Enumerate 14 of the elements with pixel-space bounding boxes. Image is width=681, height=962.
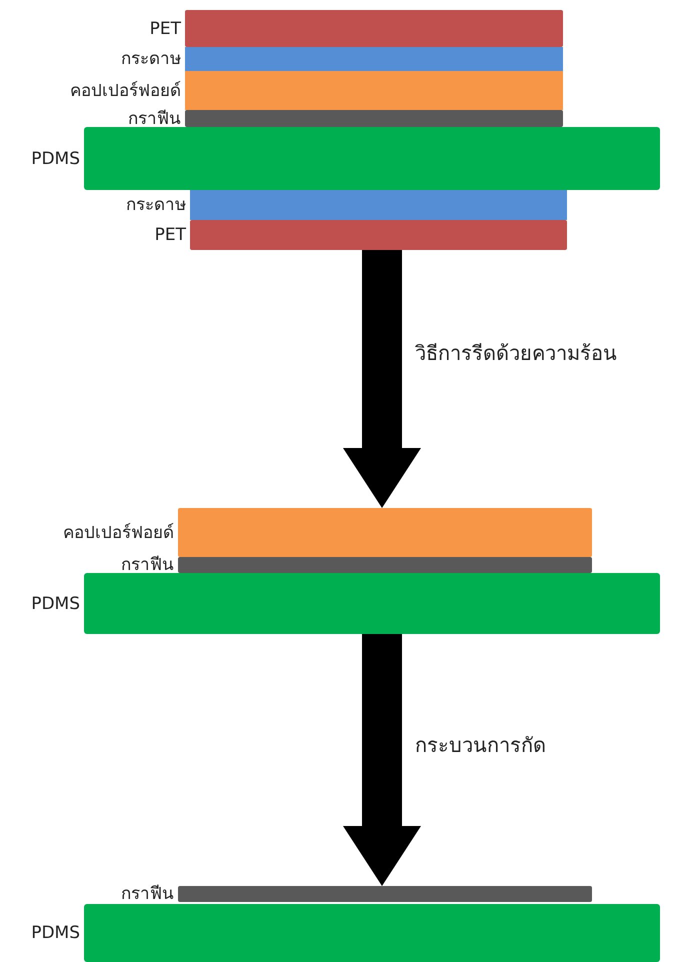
layer-label: กระดาษ <box>121 48 181 70</box>
arrow <box>343 634 421 886</box>
layer-label: PET <box>154 224 186 246</box>
layer-label: PDMS <box>31 592 80 614</box>
layer-label: คอปเปอร์ฟอยด์ <box>70 80 181 102</box>
arrow <box>343 250 421 508</box>
layer-label: คอปเปอร์ฟอยด์ <box>63 522 174 544</box>
layer-label: กระดาษ <box>126 194 186 216</box>
layer-label: กราฟีน <box>128 108 181 130</box>
layer-label: กราฟีน <box>121 883 174 905</box>
layer-label: PDMS <box>31 148 80 170</box>
layer-label: กราฟีน <box>121 554 174 576</box>
layer-label: PDMS <box>31 922 80 944</box>
layer-label: PET <box>150 18 181 40</box>
